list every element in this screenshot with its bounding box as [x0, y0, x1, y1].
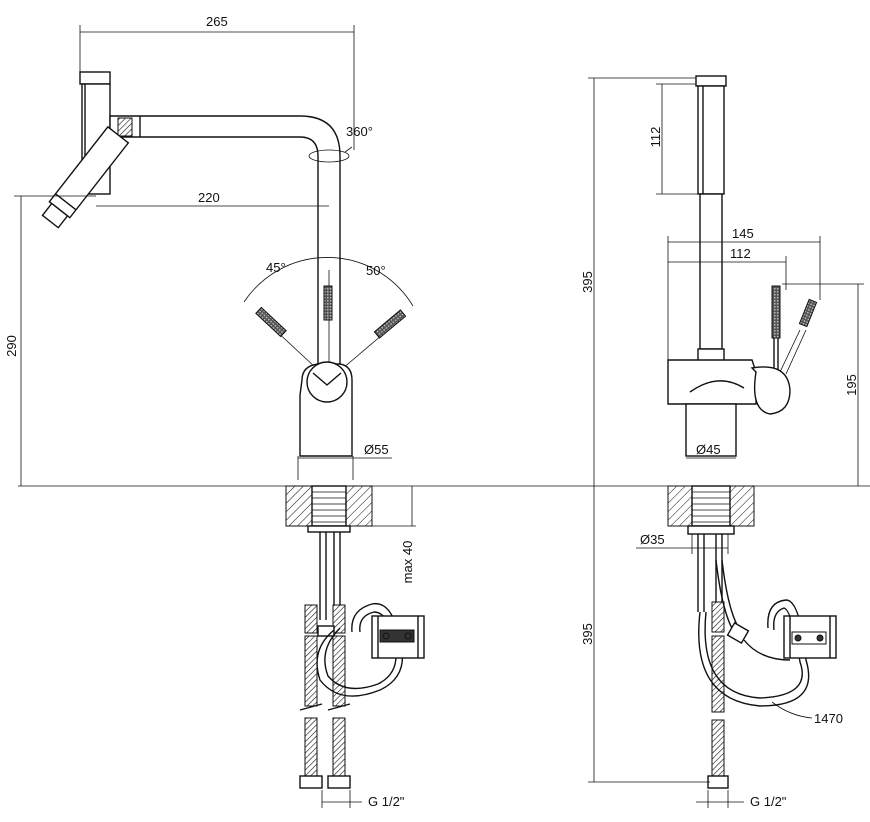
dim-thread-side-label: G 1/2": [750, 794, 787, 809]
side-column: [695, 75, 727, 362]
spout: [109, 115, 341, 371]
supply-hoses: [299, 532, 425, 789]
side-view: 395 112 145 112: [580, 75, 864, 809]
dim-overall-depth-label: 145: [732, 226, 754, 241]
dim-spout-reach-label: 220: [198, 190, 220, 205]
dim-base-dia-label: Ø55: [364, 442, 389, 457]
dim-height-label: 290: [4, 335, 19, 357]
dim-rotation: 360°: [308, 124, 373, 163]
side-countertop: [667, 485, 755, 535]
dim-hose-length: 395: [580, 486, 710, 783]
front-view: 265 360° 220: [4, 14, 870, 809]
dim-base-dia: Ø55: [297, 442, 392, 480]
dim-height: 290: [4, 195, 96, 486]
side-hoses: [697, 534, 837, 789]
dim-thread-front: G 1/2": [321, 790, 405, 809]
dim-overall-width-label: 265: [206, 14, 228, 29]
dim-overall-width: 265: [79, 14, 355, 150]
spray-head-pulled: [41, 125, 130, 229]
dim-total-height-label: 395: [580, 271, 595, 293]
side-lever: [771, 285, 818, 375]
dim-rotation-label: 360°: [346, 124, 373, 139]
dim-lever-height-label: 195: [844, 374, 859, 396]
side-body: [667, 359, 791, 457]
dim-hose-length-label: 395: [580, 623, 595, 645]
dim-max-thickness-label: max 40: [400, 541, 415, 584]
dim-shank-dia-label: Ø35: [640, 532, 665, 547]
dim-shank-dia: Ø35: [636, 532, 729, 554]
dim-body-dia: Ø45: [686, 442, 736, 459]
dim-spout-reach: 220: [96, 190, 329, 207]
dim-lever-right-label: 50°: [366, 263, 386, 278]
dim-thread-front-label: G 1/2": [368, 794, 405, 809]
dim-hose-total-label: 1470: [814, 711, 843, 726]
dim-total-height: 395: [580, 77, 700, 486]
faucet-body: [299, 361, 353, 457]
dim-head-length: 112: [648, 83, 700, 195]
dim-body-dia-label: Ø45: [696, 442, 721, 457]
dim-lever-left-label: 45°: [266, 260, 286, 275]
dim-depth-label: 112: [730, 246, 751, 261]
dim-hose-total: 1470: [771, 701, 843, 726]
dim-lever-height: 195: [782, 283, 864, 486]
dim-depth: 145 112: [667, 226, 821, 360]
dim-thread-side: G 1/2": [696, 790, 787, 809]
dim-max-thickness: max 40: [372, 486, 416, 583]
dim-head-length-label: 112: [648, 127, 663, 148]
